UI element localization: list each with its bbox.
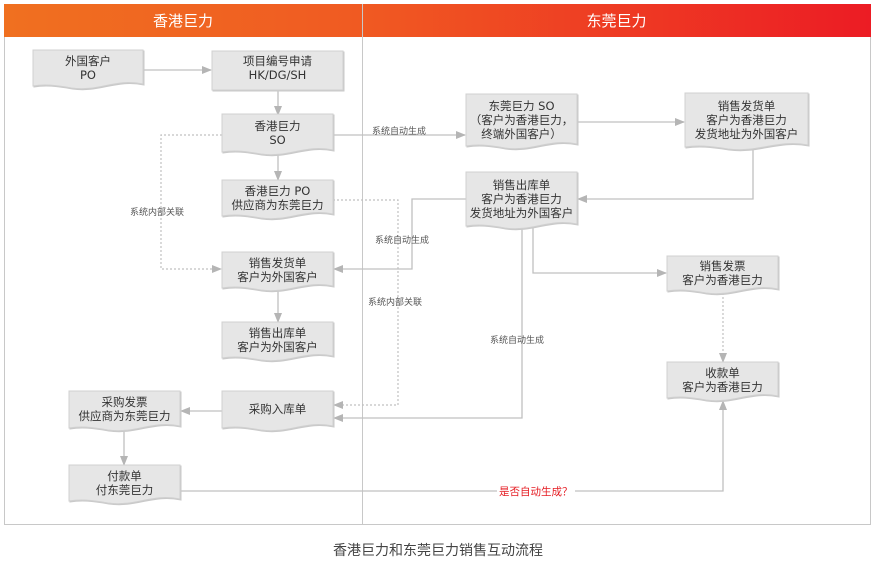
node-shape [211, 50, 344, 91]
node-text-line: 付款单 [107, 468, 142, 483]
edge-payment-receipt [180, 400, 727, 492]
node-hk-purchase-invoice: 采购发票供应商为东莞巨力 [68, 390, 181, 432]
lane-header-hk: 香港巨力 [4, 4, 362, 37]
node-text-line: 采购发票 [101, 395, 148, 409]
node-text-line: HK/DG/SH [248, 68, 307, 82]
edge-dotted-po-inbound [333, 199, 399, 409]
node-shape [221, 179, 334, 220]
node-dg-receipt: 收款单客户为香港巨力 [666, 361, 779, 402]
node-shape [221, 251, 334, 292]
node-shape [465, 93, 578, 150]
label-auto-generate: 系统自动生成 [372, 127, 427, 137]
node-shape [221, 390, 334, 432]
node-text-line: 客户为香港巨力 [706, 112, 787, 127]
node-text-line: 付东莞巨力 [95, 482, 154, 497]
node-hk-inbound: 采购入库单 [221, 390, 334, 432]
label-internal-link: 系统内部关联 [130, 208, 185, 218]
node-dg-outbound: 销售出库单客户为香港巨力发货地址为外国客户 [465, 171, 578, 230]
node-text-line: 销售发货单 [248, 255, 307, 270]
node-text-line: SO [269, 132, 286, 147]
edge-dgoutbound-invoice [532, 228, 667, 277]
node-text-line: （客户为香港巨力， [469, 112, 574, 127]
node-text-line: 销售出库单 [248, 325, 307, 340]
node-text-line: 销售发票 [699, 259, 746, 273]
node-text-line: 东莞巨力 SO [488, 98, 555, 113]
node-text-line: 发货地址为外国客户 [694, 126, 799, 141]
node-dg-delivery: 销售发货单客户为香港巨力发货地址为外国客户 [684, 92, 809, 151]
node-shape [666, 361, 779, 402]
node-hk-outbound: 销售出库单客户为外国客户 [221, 321, 334, 362]
node-text-line: 发货地址为外国客户 [469, 205, 574, 220]
node-text-line: 终端外国客户） [481, 126, 562, 141]
node-text-line: PO [80, 67, 96, 82]
label-auto-question: 是否自动生成？ [497, 484, 575, 499]
node-text-line: 销售出库单 [492, 177, 551, 192]
node-text-line: 客户为香港巨力 [682, 379, 763, 394]
edge-dgoutbound-hkinbound [333, 228, 523, 422]
lane-divider [362, 4, 363, 525]
edge-dotted-so-delivery [160, 134, 222, 273]
label-internal-link: 系统内部关联 [368, 298, 423, 308]
node-hk-payment: 付款单付东莞巨力 [68, 464, 181, 505]
node-dg-so: 东莞巨力 SO（客户为香港巨力，终端外国客户） [465, 93, 578, 150]
node-shape [666, 255, 779, 295]
node-text-line: 外国客户 [65, 53, 111, 68]
node-text-line: 客户为香港巨力 [481, 191, 562, 206]
node-text-line: 客户为外国客户 [237, 339, 318, 354]
node-shape [68, 390, 181, 432]
node-shape [221, 321, 334, 362]
node-text-line: 收款单 [705, 365, 740, 380]
label-auto-generate: 系统自动生成 [375, 236, 430, 246]
node-shape [32, 49, 144, 90]
node-hk-delivery: 销售发货单客户为外国客户 [221, 251, 334, 292]
node-text-line: 采购入库单 [248, 402, 307, 416]
lane-header-dg: 东莞巨力 [362, 4, 871, 37]
node-text-line: 客户为香港巨力 [682, 273, 763, 287]
node-text-line: 项目编号申请 [243, 54, 312, 68]
node-text-line: 香港巨力 PO [244, 183, 311, 198]
node-text-line: 客户为外国客户 [237, 269, 318, 284]
node-text-line: 供应商为东莞巨力 [78, 409, 171, 423]
node-text-line: 供应商为东莞巨力 [231, 197, 324, 212]
diagram-caption: 香港巨力和东莞巨力销售互动流程 [333, 543, 543, 559]
node-shape [684, 92, 809, 151]
node-text-line: 销售发货单 [717, 98, 776, 113]
edge-dgdelivery-dgoutbound [577, 150, 754, 203]
node-shape [68, 464, 181, 505]
label-auto-generate: 系统自动生成 [490, 336, 545, 346]
node-dg-invoice: 销售发票客户为香港巨力 [666, 255, 779, 295]
node-text-line: 香港巨力 [254, 118, 301, 133]
node-shape [465, 171, 578, 230]
node-shape [221, 113, 334, 156]
edge-dgoutbound-hkdelivery [333, 198, 466, 273]
